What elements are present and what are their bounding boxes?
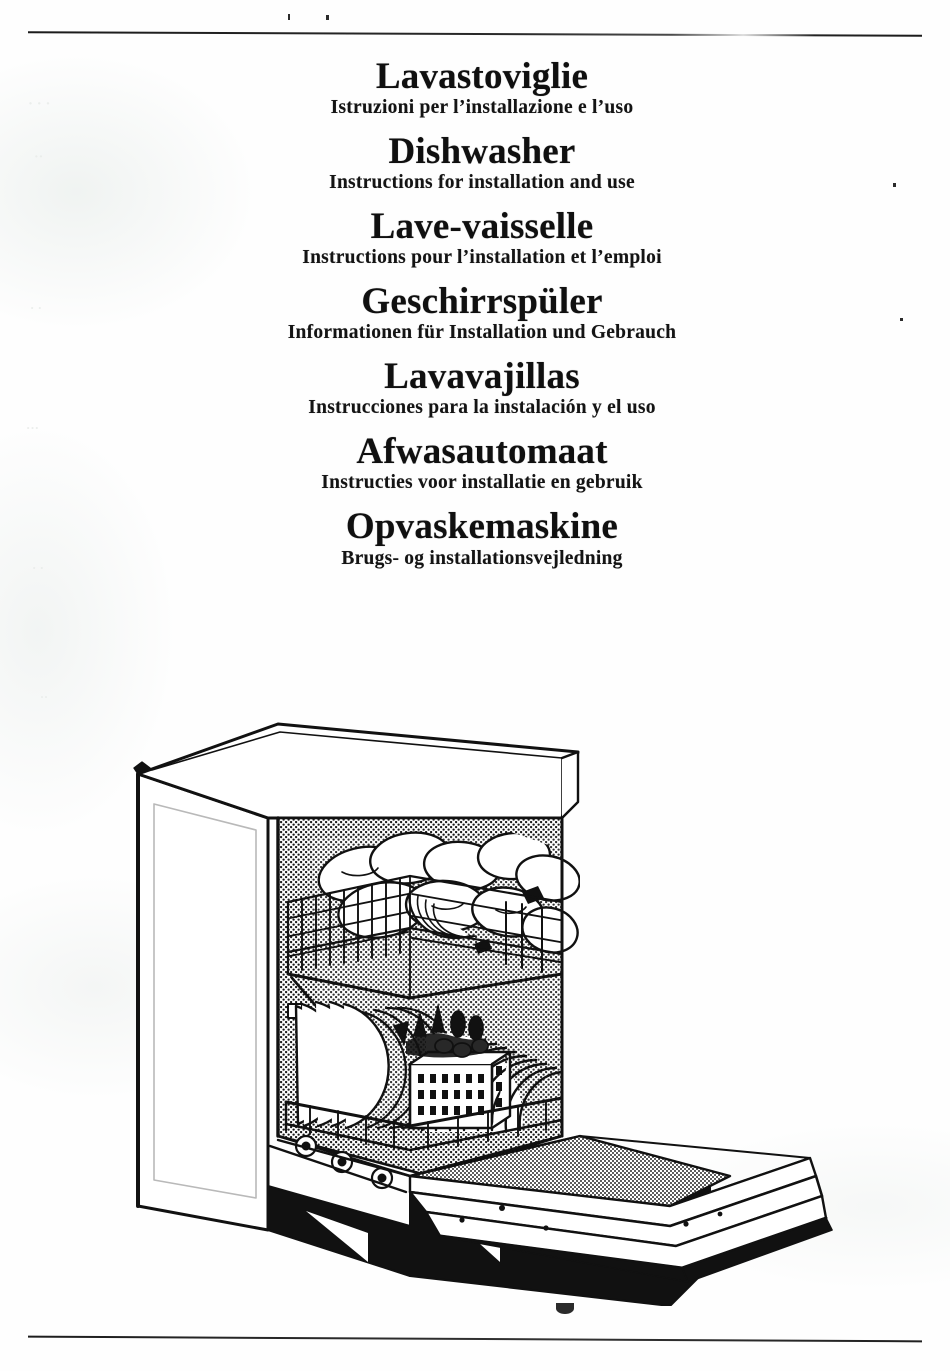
cutlery-basket	[393, 1005, 512, 1130]
bottom-divider-rule	[28, 1335, 922, 1343]
title-block: Lavastoviglie Istruzioni per l’installaz…	[0, 57, 950, 569]
title-german: Geschirrspüler	[361, 281, 603, 323]
language-block-dutch: Afwasautomaat Instructies voor installat…	[14, 432, 950, 494]
language-block-german: Geschirrspüler Informationen für Install…	[14, 282, 950, 344]
lower-basket	[284, 1096, 564, 1152]
scan-speck	[288, 14, 290, 20]
bleed-through-mark: ··	[40, 690, 49, 704]
open-door	[408, 1134, 833, 1283]
upper-basket-contents	[317, 831, 580, 954]
language-block-french: Lave-vaisselle Instructions pour l’insta…	[14, 207, 950, 269]
language-block-danish: Opvaskemaskine Brugs- og installationsve…	[14, 507, 950, 569]
subtitle-spanish: Instrucciones para la instalación y el u…	[308, 397, 656, 419]
top-divider-rule	[27, 31, 923, 37]
subtitle-french: Instructions pour l’installation et l’em…	[302, 247, 662, 269]
title-dutch: Afwasautomaat	[356, 431, 608, 473]
subtitle-german: Informationen für Installation und Gebra…	[287, 322, 677, 344]
title-french: Lave-vaisselle	[370, 206, 594, 248]
subtitle-danish: Brugs- og installationsvejledning	[341, 547, 623, 569]
dishwasher-line-drawing	[133, 722, 833, 1306]
scan-speck	[326, 15, 329, 20]
title-italian: Lavastoviglie	[375, 56, 589, 97]
subtitle-english: Instructions for installation and use	[329, 172, 635, 194]
title-danish: Opvaskemaskine	[345, 506, 619, 548]
subtitle-dutch: Instructies voor installatie en gebruik	[321, 472, 643, 494]
cabinet	[136, 772, 270, 1232]
door-hinge	[268, 1138, 412, 1194]
language-block-english: Dishwasher Instructions for installation…	[14, 132, 950, 194]
title-spanish: Lavavajillas	[384, 356, 580, 398]
language-block-spanish: Lavavajillas Instrucciones para la insta…	[14, 357, 950, 419]
dishwasher-illustration	[110, 706, 840, 1306]
title-english: Dishwasher	[388, 131, 576, 173]
top-panel	[133, 722, 580, 820]
language-block-italian: Lavastoviglie Istruzioni per l’installaz…	[14, 57, 950, 119]
subtitle-italian: Istruzioni per l’installazione e l’uso	[330, 97, 634, 119]
